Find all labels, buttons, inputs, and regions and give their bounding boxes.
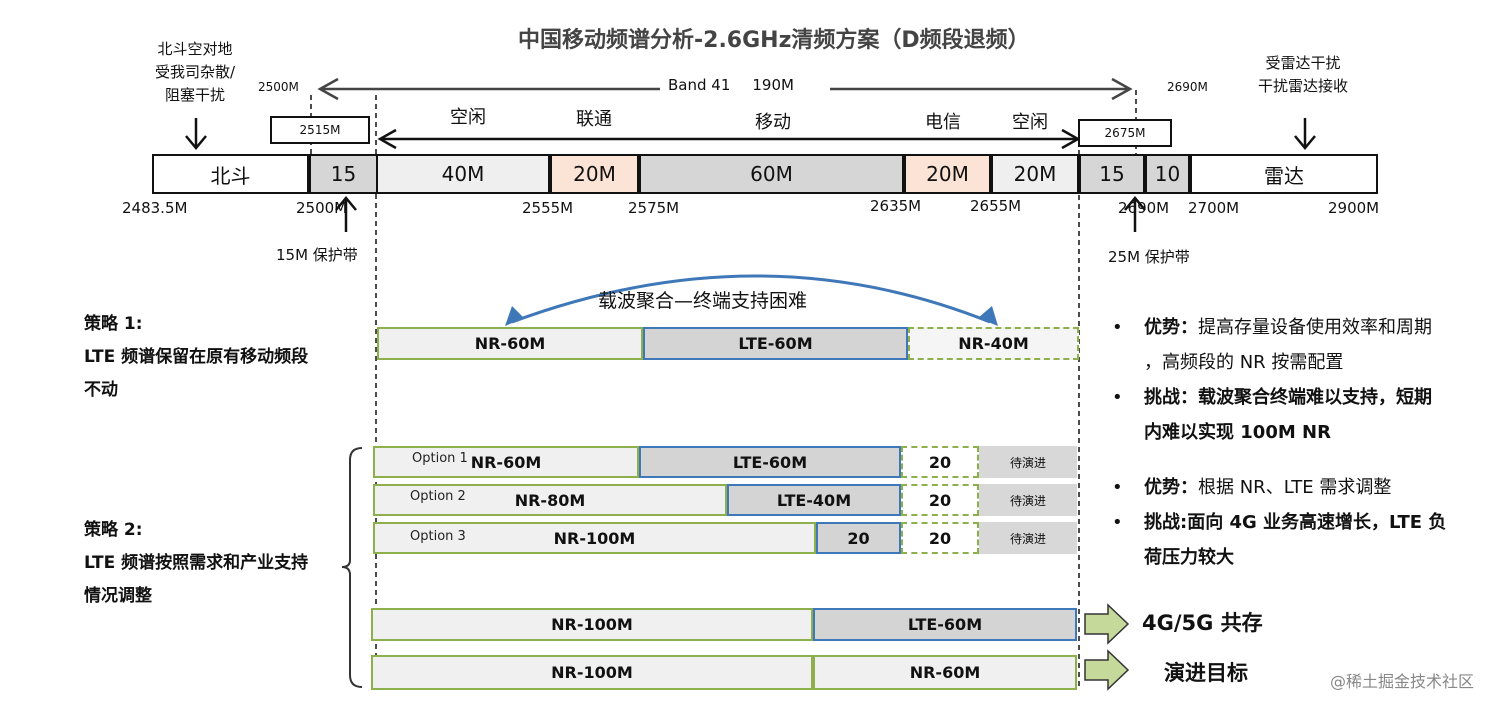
segment-telecom-20m: 20M: [904, 154, 991, 194]
opt1-20-bar: 20: [901, 446, 979, 478]
up-arrow-icon: [335, 196, 357, 232]
opt2-label: Option 2: [410, 489, 466, 504]
bullets-strategy2: •优势：根据 NR、LTE 需求调整 •挑战:面向 4G 业务高速增长，LTE …: [1112, 470, 1446, 575]
band41-end: 2690M: [1167, 80, 1208, 94]
freq-2700: 2700M: [1188, 199, 1240, 217]
segment-radar: 雷达: [1190, 154, 1378, 194]
coexist-nr-bar: NR-100M: [371, 608, 813, 641]
radar-note: 受雷达干扰 干扰雷达接收: [1243, 52, 1363, 98]
opt1-nr-bar: NR-60M: [373, 446, 639, 478]
watermark: @稀土掘金技术社区: [1330, 672, 1475, 691]
freq-2690: 2690M: [1118, 199, 1170, 217]
label-mobile: 移动: [755, 112, 791, 133]
bullet-item: •优势：根据 NR、LTE 需求调整: [1112, 477, 1392, 498]
target-nr60-bar: NR-60M: [813, 655, 1077, 690]
box-2675: 2675M: [1078, 119, 1172, 147]
freq-2500: 2500M: [296, 199, 348, 217]
bullet-item: 内难以实现 100M NR: [1144, 422, 1331, 443]
opt1-label: Option 1: [412, 451, 468, 466]
beidou-note: 北斗空对地 受我司杂散/ 阻塞干扰: [140, 38, 250, 107]
right-block-arrow-icon: [1084, 603, 1130, 645]
radar-note-line: 干扰雷达接收: [1257, 77, 1348, 95]
freq-2483: 2483.5M: [122, 199, 188, 217]
bullets-strategy1: •优势：提高存量设备使用效率和周期 ，高频段的 NR 按需配置 •挑战：载波聚合…: [1112, 310, 1432, 450]
segment-idle-20m: 20M: [991, 154, 1079, 194]
segment-guard-15-left: 15: [309, 154, 378, 194]
curve-arrowhead-left: [505, 306, 524, 326]
label-unicom: 联通: [576, 109, 612, 130]
strategy2-line: 情况调整: [84, 586, 152, 606]
freq-2555: 2555M: [522, 199, 574, 217]
band41-start: 2500M: [258, 80, 299, 94]
freq-2900: 2900M: [1328, 199, 1380, 217]
bullet-item: •挑战:面向 4G 业务高速增长，LTE 负: [1112, 512, 1447, 533]
curve-arrowhead-right: [978, 306, 998, 326]
right-block-arrow-icon: [1084, 649, 1130, 691]
strategy1-text: 策略 1: LTE 频谱保留在原有移动频段 不动: [84, 308, 308, 407]
target-nr100-bar: NR-100M: [371, 655, 813, 690]
down-arrow-icon: [1294, 118, 1316, 150]
freq-2655: 2655M: [970, 197, 1022, 215]
label-idle-2: 空闲: [1012, 112, 1048, 133]
beidou-note-line: 北斗空对地: [157, 40, 233, 58]
opt3-lte-bar: 20: [816, 522, 901, 554]
opt2-nr-bar: NR-80M: [373, 484, 727, 516]
segment-idle-40m: 40M: [376, 154, 550, 194]
beidou-note-line: 受我司杂散/: [154, 63, 236, 81]
up-arrow-icon: [1124, 196, 1146, 232]
bullet-item: •优势：提高存量设备使用效率和周期: [1112, 317, 1432, 338]
opt3-nr-bar: NR-100M: [373, 522, 816, 554]
opt2-20-bar: 20: [901, 484, 979, 516]
segment-beidou: 北斗: [152, 154, 309, 194]
target-label: 演进目标: [1164, 661, 1248, 685]
carrier-aggregation-label: 载波聚合—终端支持困难: [598, 290, 808, 312]
s1-nr-bar: NR-60M: [377, 327, 643, 360]
beidou-note-line: 阻塞干扰: [164, 86, 225, 104]
opt3-wait-bar: 待演进: [979, 522, 1077, 554]
inner-band-arrow: [377, 128, 1081, 150]
opt1-lte-bar: LTE-60M: [639, 446, 901, 478]
coexist-label: 4G/5G 共存: [1142, 611, 1263, 635]
strategy1-line: 策略 1:: [84, 314, 143, 334]
diagram-title: 中国移动频谱分析-2.6GHz清频方案（D频段退频）: [518, 28, 1030, 53]
segment-mobile-60m: 60M: [639, 154, 904, 194]
bullet-item: 荷压力较大: [1144, 547, 1234, 568]
strategy1-line: 不动: [84, 380, 118, 400]
strategy2-text: 策略 2: LTE 频谱按照需求和产业支持 情况调整: [84, 514, 308, 613]
segment-guard-10: 10: [1145, 154, 1190, 194]
label-idle-1: 空闲: [450, 107, 486, 128]
radar-note-line: 受雷达干扰: [1265, 54, 1341, 72]
carrier-aggregation-curve: [511, 274, 991, 324]
down-arrow-icon: [185, 118, 207, 150]
freq-2635: 2635M: [870, 197, 922, 215]
band41-arrow: [317, 77, 1133, 101]
opt1-wait-bar: 待演进: [979, 446, 1077, 478]
label-telecom: 电信: [925, 112, 961, 133]
opt2-wait-bar: 待演进: [979, 484, 1077, 516]
opt3-20-bar: 20: [901, 522, 979, 554]
coexist-lte-bar: LTE-60M: [813, 608, 1077, 641]
guard-left-label: 15M 保护带: [276, 246, 358, 264]
freq-2575: 2575M: [628, 199, 680, 217]
s1-lte-bar: LTE-60M: [643, 327, 908, 360]
strategy2-line: LTE 频谱按照需求和产业支持: [84, 553, 309, 573]
box-2515: 2515M: [270, 116, 370, 144]
guard-right-label: 25M 保护带: [1108, 248, 1190, 266]
strategy2-line: 策略 2:: [84, 520, 143, 540]
strategy1-line: LTE 频谱保留在原有移动频段: [84, 347, 309, 367]
segment-unicom-20m: 20M: [550, 154, 639, 194]
opt2-lte-bar: LTE-40M: [727, 484, 901, 516]
bullet-item: ，高频段的 NR 按需配置: [1144, 352, 1344, 373]
opt3-label: Option 3: [410, 529, 466, 544]
strategy2-bracket: [341, 447, 363, 688]
s1-nr40-bar: NR-40M: [908, 327, 1079, 360]
bullet-item: •挑战：载波聚合终端难以支持，短期: [1112, 387, 1432, 408]
segment-guard-15-right: 15: [1079, 154, 1145, 194]
